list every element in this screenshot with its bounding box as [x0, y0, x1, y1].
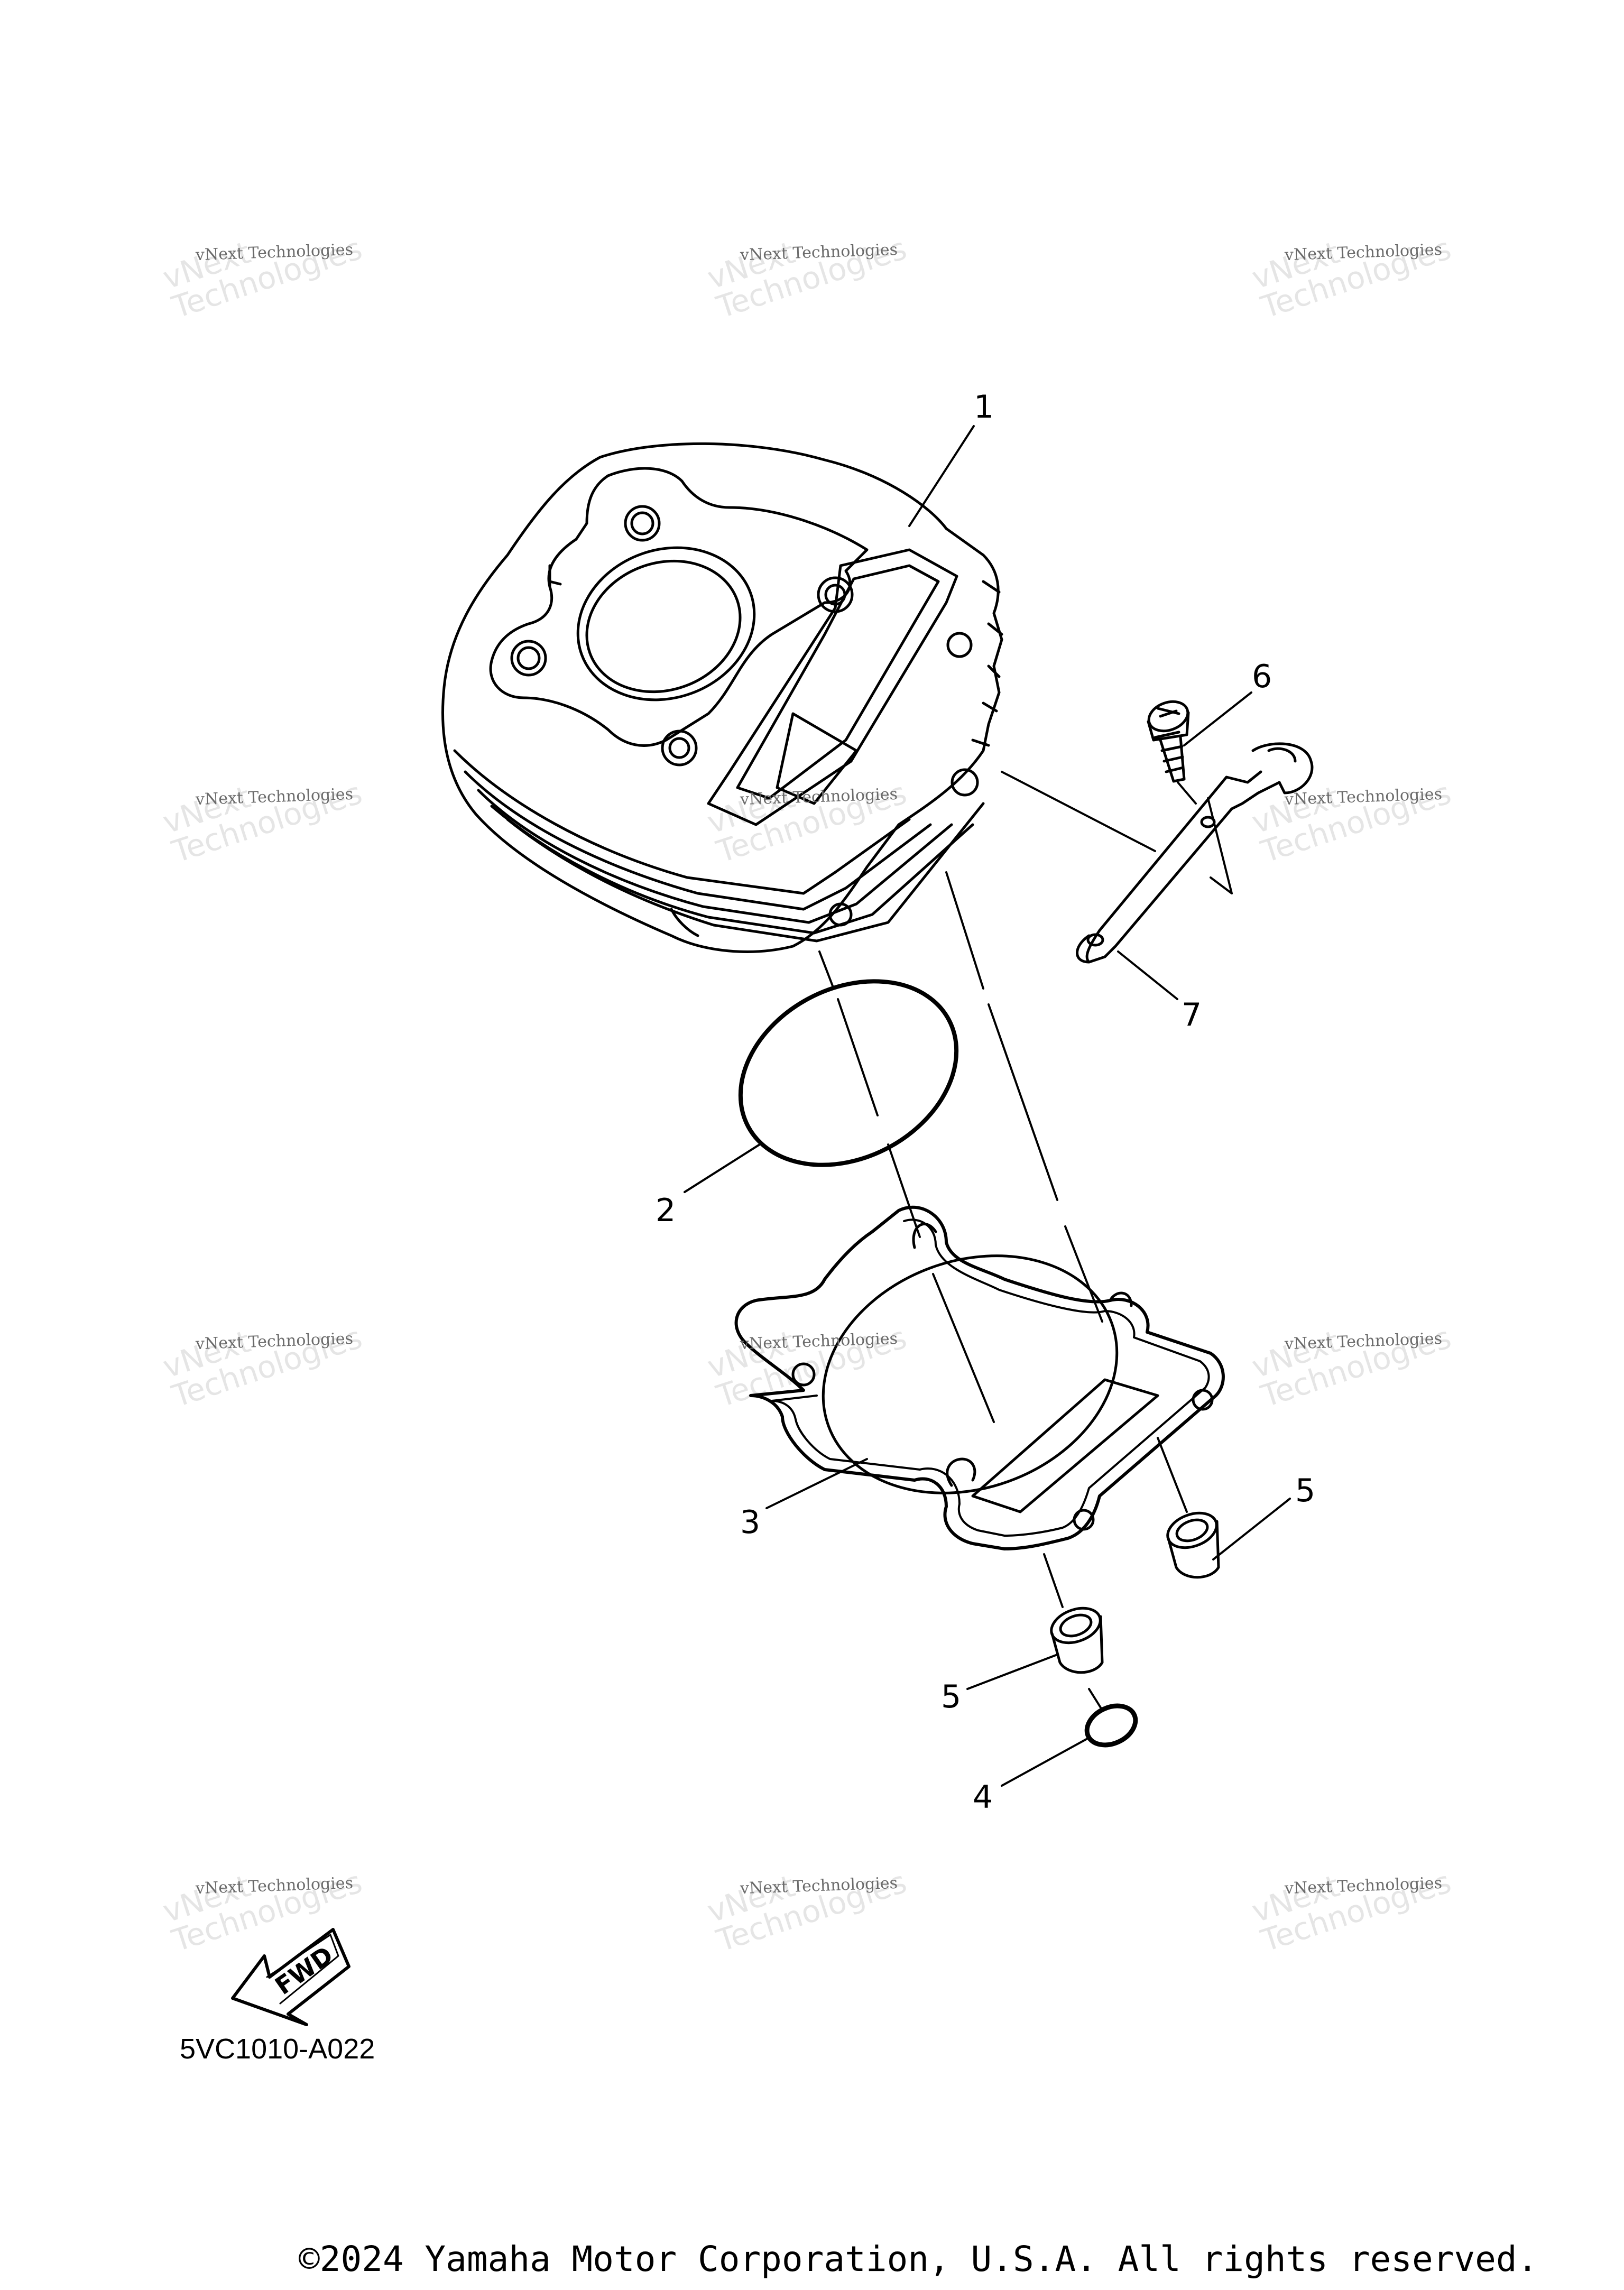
callout-3: 3: [740, 1504, 761, 1541]
leader-lines: [684, 425, 1291, 1787]
bolt[interactable]: [1145, 697, 1192, 783]
callout-2: 2: [656, 1192, 676, 1229]
dowel-pin-right[interactable]: [1163, 1507, 1222, 1579]
diagram-code: 5VC1010-A022: [180, 2033, 375, 2065]
o-ring[interactable]: [708, 945, 989, 1201]
callout-7: 7: [1182, 996, 1202, 1033]
cylinder-gasket[interactable]: [734, 1205, 1225, 1550]
callout-5-lower: 5: [941, 1678, 962, 1715]
assembly-lines: [818, 771, 1233, 1711]
callout-1: 1: [974, 389, 994, 426]
bracket[interactable]: [1076, 742, 1314, 964]
callout-6: 6: [1252, 658, 1272, 695]
copyright-notice: ©2024 Yamaha Motor Corporation, U.S.A. A…: [299, 2239, 1538, 2279]
callout-4: 4: [973, 1779, 993, 1816]
cylinder[interactable]: [441, 442, 1003, 953]
fwd-arrow-icon: FWD: [231, 1928, 350, 2026]
small-o-ring[interactable]: [1081, 1698, 1142, 1752]
callout-5-right: 5: [1295, 1472, 1316, 1509]
dowel-pin-lower[interactable]: [1047, 1602, 1105, 1674]
